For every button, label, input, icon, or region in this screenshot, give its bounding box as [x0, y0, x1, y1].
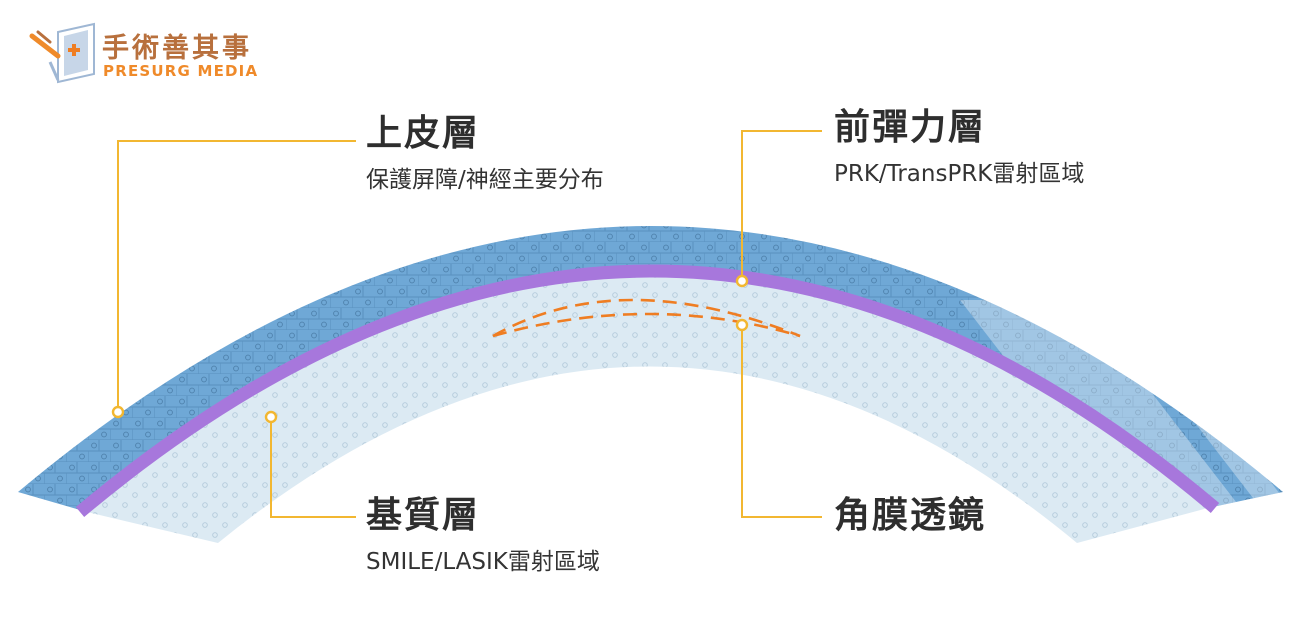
brand-logo-icon: [29, 22, 95, 84]
epithelium-leader-line: [117, 140, 356, 412]
stroma-marker-dot: [264, 410, 278, 424]
bowman-title: 前彈力層: [834, 107, 987, 148]
brand-name-english: PRESURG MEDIA: [103, 62, 259, 80]
lenticule-title: 角膜透鏡: [834, 495, 987, 536]
stroma-leader-line: [270, 417, 356, 518]
lenticule-marker-dot: [735, 318, 749, 332]
stroma-title: 基質層: [366, 495, 481, 536]
bowman-description: PRK/TransPRK雷射區域: [834, 161, 1085, 187]
stroma-callout: 基質層 SMILE/LASIK雷射區域: [366, 494, 600, 578]
lenticule-upper-outline: [492, 298, 801, 338]
stroma-description: SMILE/LASIK雷射區域: [366, 549, 600, 575]
brand-name-chinese: 手術善其事: [102, 33, 252, 64]
bowman-callout: 前彈力層 PRK/TransPRK雷射區域: [834, 106, 1084, 190]
brand-logo: 手術善其事 PRESURG MEDIA: [28, 22, 268, 92]
epithelium-callout: 上皮層 保護屏障/神經主要分布: [366, 112, 604, 196]
bowman-leader-line: [741, 130, 822, 281]
bowman-layer: [75, 264, 1220, 517]
epithelium-description: 保護屏障/神經主要分布: [366, 167, 604, 193]
epithelium-title: 上皮層: [366, 113, 481, 154]
bowman-marker-dot: [735, 274, 749, 288]
lenticule-leader-line: [741, 325, 822, 518]
stroma-layer: [87, 276, 1208, 543]
lenticule-lower-outline: [492, 312, 801, 338]
lenticule-callout: 角膜透鏡: [834, 494, 986, 538]
epithelium-layer: [18, 226, 1283, 512]
epithelium-marker-dot: [111, 405, 125, 419]
